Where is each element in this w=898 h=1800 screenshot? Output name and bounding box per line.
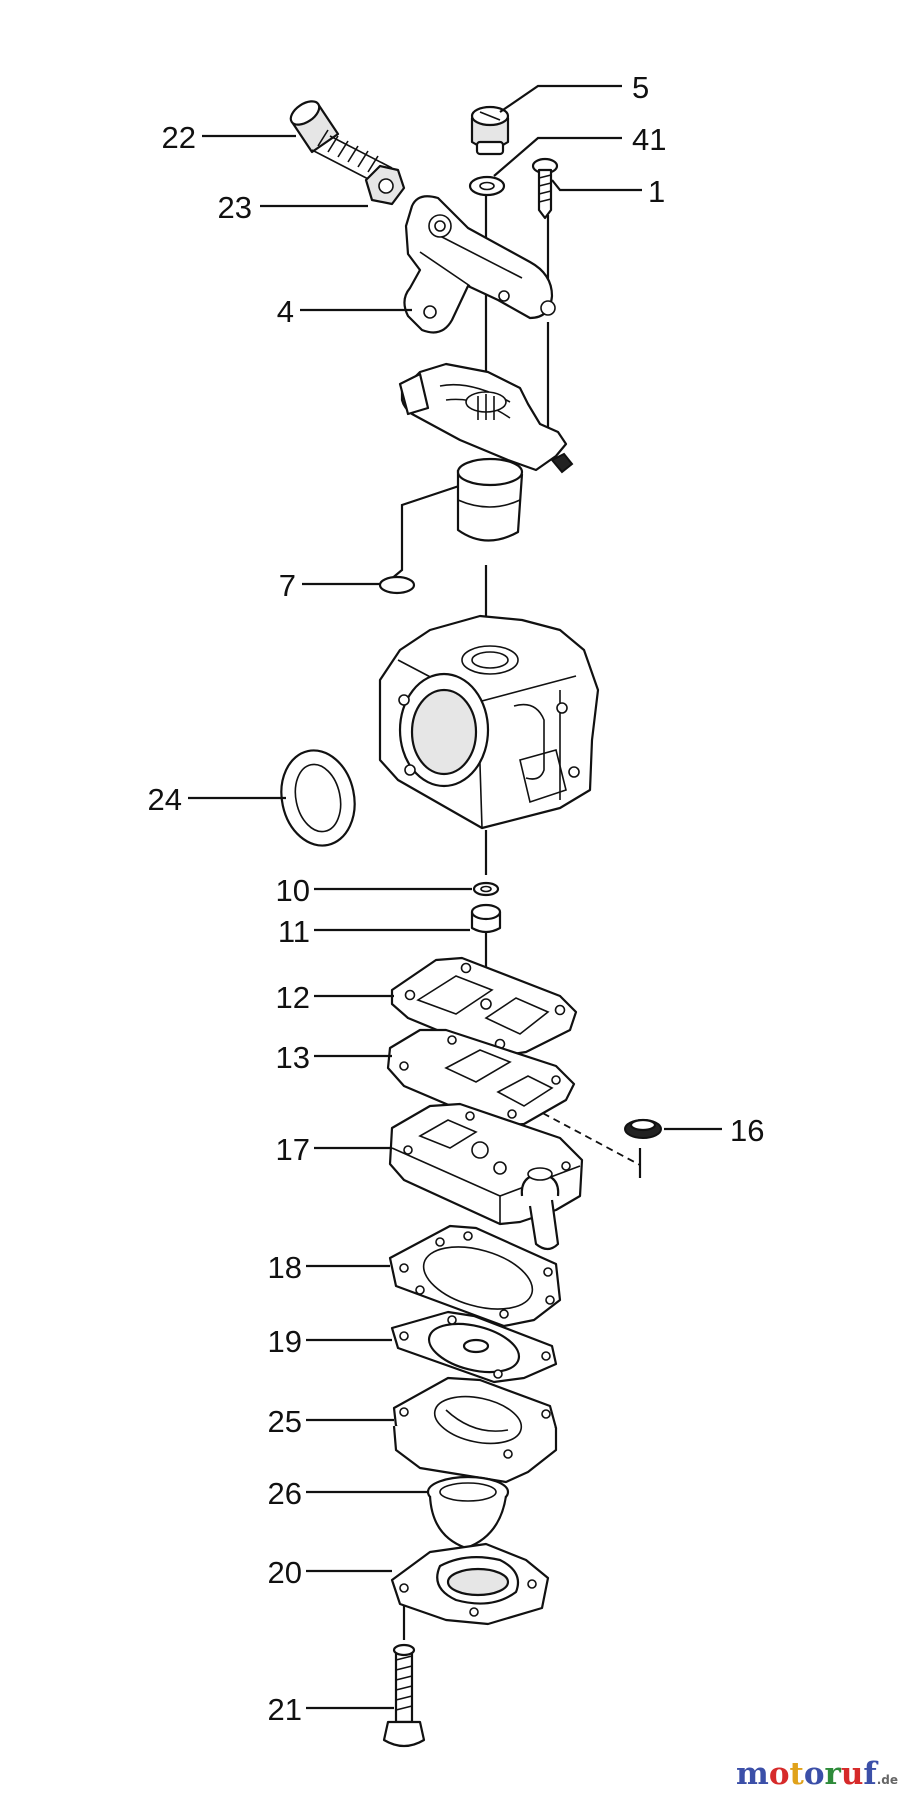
part-11-check-valve <box>470 903 502 934</box>
callout-11: 11 <box>278 914 310 949</box>
part-24-gasket-ring <box>280 749 356 847</box>
callout-16: 16 <box>730 1113 764 1148</box>
part-21-long-screw <box>382 1643 426 1748</box>
watermark-letter: t <box>790 1756 805 1792</box>
callout-1: 1 <box>648 174 665 209</box>
watermark-letter: u <box>841 1756 864 1792</box>
motoruf-watermark: motoruf.de <box>736 1756 898 1792</box>
callout-12: 12 <box>276 980 310 1015</box>
callout-18: 18 <box>268 1250 302 1285</box>
part-5-plug <box>470 105 510 156</box>
callout-25: 25 <box>268 1404 302 1439</box>
part-18-gasket <box>388 1224 562 1328</box>
part-41-washer <box>468 175 506 197</box>
callout-19: 19 <box>268 1324 302 1359</box>
callout-5: 5 <box>632 70 649 105</box>
part-13-gasket <box>386 1028 576 1128</box>
watermark-letter: o <box>804 1756 825 1792</box>
callout-10: 10 <box>276 873 310 908</box>
part-17-pump-body <box>388 1102 584 1251</box>
callout-7: 7 <box>279 568 296 603</box>
part-10-o-ring <box>472 881 500 897</box>
part-20-bottom-cover <box>390 1542 550 1626</box>
carburetor-body <box>378 614 600 830</box>
callout-20: 20 <box>268 1555 302 1590</box>
watermark-letter: o <box>769 1756 790 1792</box>
callout-21: 21 <box>268 1692 302 1727</box>
callout-22: 22 <box>162 120 196 155</box>
part-12-plate <box>390 956 578 1058</box>
part-22-idle-screw <box>289 100 393 183</box>
callout-24: 24 <box>148 782 182 817</box>
part-1-screw <box>531 157 559 220</box>
callout-41: 41 <box>632 122 666 157</box>
callout-4: 4 <box>277 294 294 329</box>
watermark-letter: r <box>825 1756 842 1792</box>
watermark-letter: f <box>863 1756 878 1792</box>
part-4-throttle-bracket <box>403 195 556 334</box>
part-19-diaphragm <box>390 1310 558 1384</box>
callout-26: 26 <box>268 1476 302 1511</box>
callout-17: 17 <box>276 1132 310 1167</box>
throttle-valve-piston <box>398 362 574 542</box>
part-7-washer <box>378 575 416 595</box>
callout-13: 13 <box>276 1040 310 1075</box>
watermark-letter: m <box>736 1756 769 1792</box>
callout-labels: 5 41 1 22 23 4 7 24 10 11 12 13 16 17 18… <box>148 70 765 1727</box>
callout-23: 23 <box>218 190 252 225</box>
watermark-suffix: .de <box>877 1773 898 1787</box>
leader-lines <box>188 84 722 1710</box>
part-23-spring-nut <box>364 164 406 206</box>
part-16-seal <box>624 1118 662 1139</box>
part-26-primer-bulb <box>426 1475 510 1550</box>
part-25-cover <box>392 1376 558 1484</box>
